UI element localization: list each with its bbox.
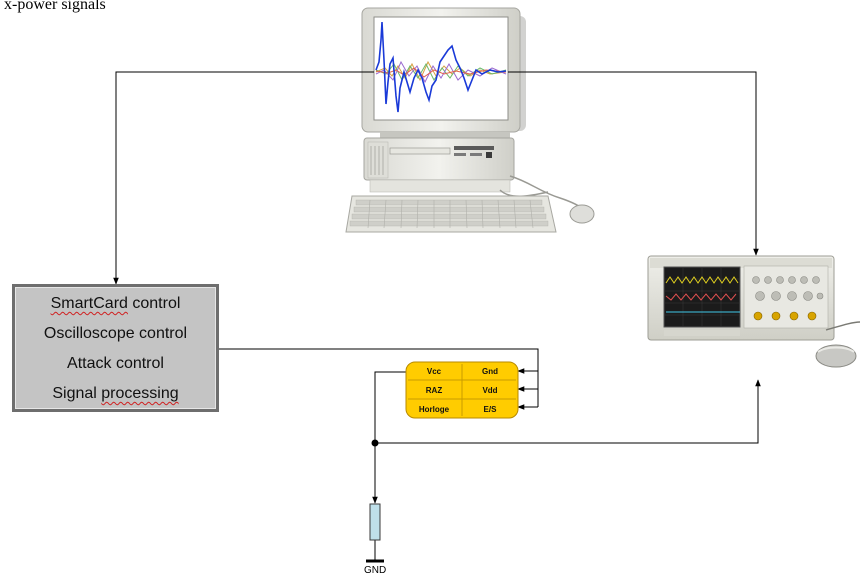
pin-gnd: Gnd: [482, 367, 498, 376]
wire-pc-to-scope: [508, 71, 759, 256]
control-item-attack-text: Attack control: [67, 355, 164, 372]
gnd-label: GND: [364, 565, 387, 576]
computer-mouse: [569, 204, 595, 224]
control-item-signal-processing: Signal processing: [15, 385, 216, 403]
control-item-attack: Attack control: [15, 355, 216, 373]
control-item-smartcard: SmartCard control: [15, 295, 216, 313]
computer: [345, 7, 595, 233]
pin-es: E/S: [484, 405, 498, 414]
pin-raz: RAZ: [426, 386, 443, 395]
wire-node-to-scope: [375, 379, 761, 444]
control-item-smartcard-emph: SmartCard: [50, 295, 128, 312]
smartcard-chip: Vcc Gnd RAZ Vdd Horloge E/S: [405, 361, 519, 419]
pin-vcc: Vcc: [427, 367, 442, 376]
wire-pc-to-controller: [113, 71, 374, 285]
shunt-resistor: [369, 503, 381, 541]
control-item-signal-prefix: Signal: [52, 385, 102, 402]
control-item-oscilloscope-text: Oscilloscope control: [43, 325, 188, 342]
control-item-smartcard-suffix: control: [127, 295, 181, 312]
control-item-oscilloscope: Oscilloscope control: [15, 325, 216, 343]
diagram-caption: x-power signals: [4, 0, 106, 13]
oscilloscope: [647, 255, 860, 368]
floppy-drive: [454, 146, 494, 150]
control-item-signal-emph: processing: [101, 385, 179, 402]
keyboard: [345, 195, 557, 233]
connection-wires: [113, 71, 761, 560]
control-software-box: SmartCard control Oscilloscope control A…: [12, 284, 219, 412]
oscilloscope-mouse: [815, 344, 857, 368]
oscilloscope-trace: [375, 21, 507, 113]
pin-horloge: Horloge: [419, 405, 450, 414]
wire-vcc-to-node: [374, 371, 414, 443]
cd-drive: [389, 147, 451, 155]
pin-vdd: Vdd: [482, 386, 497, 395]
measurement-junction-dot: [371, 439, 379, 447]
wire-controller-to-card: [219, 348, 539, 407]
